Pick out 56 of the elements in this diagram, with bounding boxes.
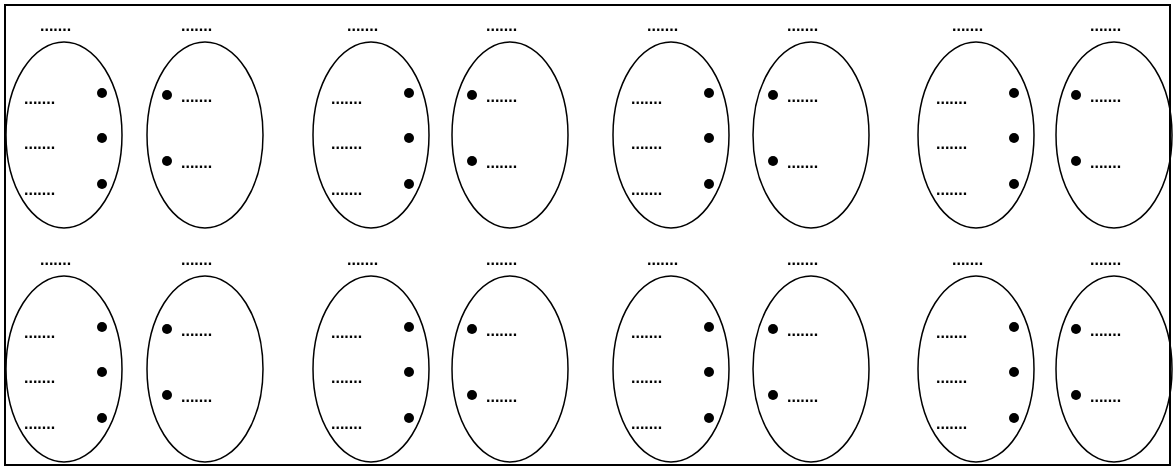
blank-line: ....... [1090,155,1122,171]
blank-heading: ....... [181,18,213,34]
blank-line: ....... [331,136,363,152]
blank-line: ....... [486,155,518,171]
blank-line: ....... [181,155,213,171]
blank-line: ....... [787,323,819,339]
blank-heading: ....... [647,18,679,34]
blank-line: ....... [331,182,363,198]
blank-heading: ....... [40,18,72,34]
blank-heading: ....... [486,18,518,34]
blank-line: ....... [331,370,363,386]
blank-line: ....... [631,416,663,432]
blank-line: ....... [1090,323,1122,339]
blank-line: ....... [181,323,213,339]
blank-line: ....... [936,91,968,107]
blank-line: ....... [331,91,363,107]
blank-heading: ....... [347,18,379,34]
blank-heading: ....... [952,18,984,34]
blank-line: ....... [787,155,819,171]
blank-line: ....... [181,89,213,105]
blank-line: ....... [24,370,56,386]
blank-heading: ....... [181,252,213,268]
blank-line: ....... [24,91,56,107]
blank-line: ....... [936,370,968,386]
blank-line: ....... [181,389,213,405]
blank-heading: ....... [647,252,679,268]
blank-heading: ....... [40,252,72,268]
blank-line: ....... [936,182,968,198]
blank-heading: ....... [486,252,518,268]
blank-line: ....... [1090,89,1122,105]
blank-heading: ....... [952,252,984,268]
blank-line: ....... [631,136,663,152]
blank-heading: ....... [787,252,819,268]
blank-line: ....... [486,389,518,405]
blank-line: ....... [631,370,663,386]
blank-line: ....... [787,389,819,405]
blank-line: ....... [1090,389,1122,405]
blank-line: ....... [331,416,363,432]
blank-heading: ....... [1090,18,1122,34]
blank-line: ....... [24,416,56,432]
blank-heading: ....... [347,252,379,268]
blank-line: ....... [24,325,56,341]
blank-line: ....... [631,325,663,341]
blank-line: ....... [24,182,56,198]
blank-line: ....... [486,89,518,105]
blank-line: ....... [24,136,56,152]
blank-line: ....... [936,416,968,432]
blank-line: ....... [631,91,663,107]
blank-heading: ....... [787,18,819,34]
blank-line: ....... [331,325,363,341]
blank-line: ....... [486,323,518,339]
blank-line: ....... [631,182,663,198]
blank-line: ....... [936,136,968,152]
blank-heading: ....... [1090,252,1122,268]
blank-line: ....... [936,325,968,341]
blank-line: ....... [787,89,819,105]
